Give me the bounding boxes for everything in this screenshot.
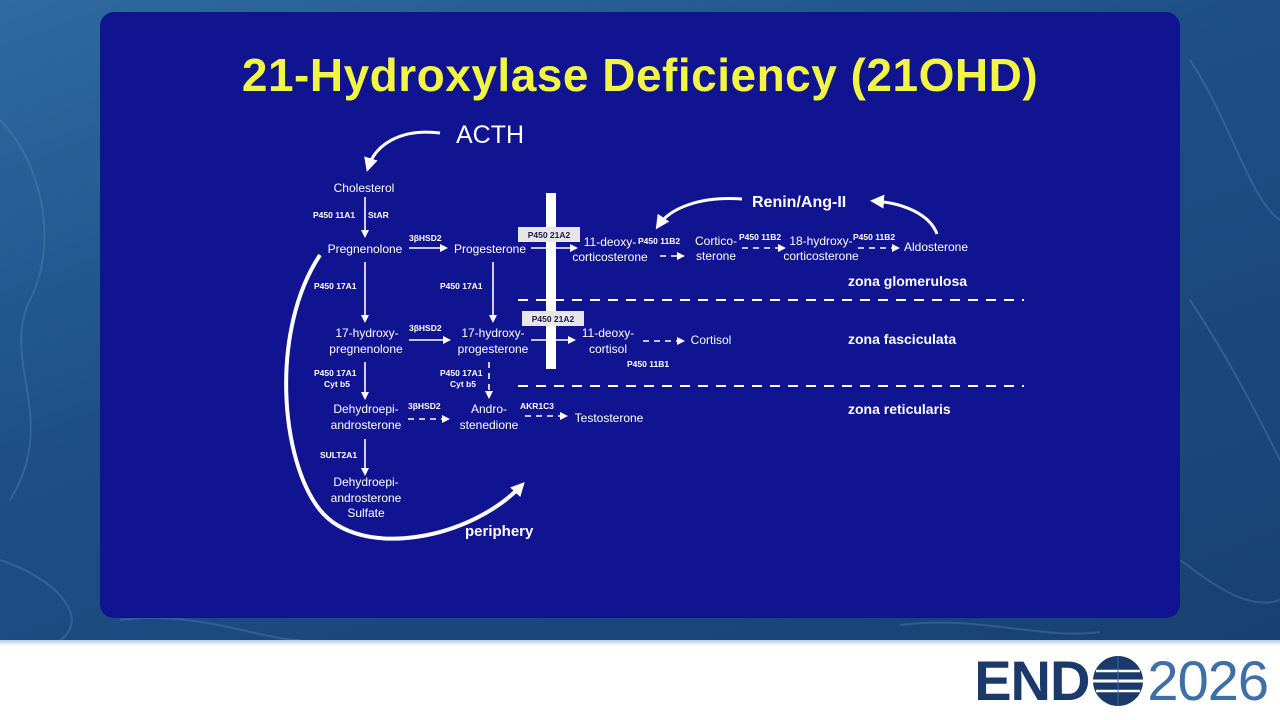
node-testosterone: Testosterone bbox=[575, 411, 644, 425]
enzyme-akr1c3: AKR1C3 bbox=[520, 401, 554, 411]
blocked-enzyme-label-1: P450 21A2 bbox=[528, 230, 571, 240]
node-deoxycorticosterone-2: corticosterone bbox=[572, 250, 648, 264]
node-cortisol: Cortisol bbox=[691, 333, 732, 347]
node-corticosterone-1: Cortico- bbox=[695, 234, 737, 248]
slide-title: 21-Hydroxylase Deficiency (21OHD) bbox=[241, 49, 1039, 101]
periphery-label: periphery bbox=[465, 523, 534, 540]
node-corticosterone-2: sterone bbox=[696, 249, 736, 263]
enzyme-3bhsd2-bottom: 3βHSD2 bbox=[408, 401, 441, 411]
node-deoxycorticosterone-1: 11-deoxy- bbox=[584, 235, 636, 249]
enzyme-p450-17a1-mid: P450 17A1 bbox=[440, 281, 483, 291]
enzyme-block-bar bbox=[546, 193, 556, 369]
node-11-deoxycortisol-2: cortisol bbox=[589, 342, 627, 356]
blocked-enzyme-box-2 bbox=[522, 311, 584, 326]
node-dhea-1: Dehydroepi- bbox=[333, 402, 398, 416]
node-dhea-2: androsterone bbox=[331, 418, 402, 432]
enzyme-p450-11a1: P450 11A1 bbox=[313, 210, 355, 220]
renin-arrow-right bbox=[870, 194, 939, 235]
node-dheas-3: Sulfate bbox=[347, 506, 385, 520]
footer-bar: END 2026 bbox=[0, 640, 1280, 720]
node-cholesterol: Cholesterol bbox=[334, 181, 395, 195]
node-androstenedione-1: Andro- bbox=[471, 402, 507, 416]
acth-arrow bbox=[364, 130, 441, 172]
zone-reticularis-label: zona reticularis bbox=[848, 401, 951, 417]
node-aldosterone: Aldosterone bbox=[904, 240, 968, 254]
node-18oh-corticosterone-2: corticosterone bbox=[783, 249, 859, 263]
enzyme-p450-11b2-a: P450 11B2 bbox=[638, 236, 680, 246]
slide-panel: 21-Hydroxylase Deficiency (21OHD) bbox=[100, 12, 1180, 618]
endo-logo: END 2026 bbox=[974, 649, 1269, 712]
steroidogenesis-pathway-diagram: ACTH Renin/Ang-II periphery zona glomeru… bbox=[284, 121, 1024, 541]
node-18oh-corticosterone-1: 18-hydroxy- bbox=[789, 234, 852, 248]
enzyme-p450-17a1-left: P450 17A1 bbox=[314, 281, 357, 291]
enzyme-sult2a1: SULT2A1 bbox=[320, 450, 357, 460]
node-11-deoxycortisol-1: 11-deoxy- bbox=[582, 326, 634, 340]
node-17oh-progesterone-2: progesterone bbox=[458, 342, 529, 356]
logo-end-text: END bbox=[974, 649, 1090, 712]
node-androstenedione-2: stenedione bbox=[460, 418, 519, 432]
background-network-decoration bbox=[0, 59, 1280, 640]
periphery-arrow bbox=[284, 253, 525, 541]
logo-year-text: 2026 bbox=[1147, 649, 1269, 712]
node-17oh-progesterone-1: 17-hydroxy- bbox=[461, 326, 524, 340]
node-progesterone: Progesterone bbox=[454, 242, 526, 256]
renin-arrow-left bbox=[655, 197, 743, 230]
enzyme-p450-11b1: P450 11B1 bbox=[627, 359, 669, 369]
enzyme-3bhsd2-top: 3βHSD2 bbox=[409, 233, 442, 243]
footer-rule bbox=[0, 640, 1280, 646]
node-pregnenolone: Pregnenolone bbox=[328, 242, 403, 256]
node-dheas-1: Dehydroepi- bbox=[333, 475, 398, 489]
renin-label: Renin/Ang-II bbox=[752, 194, 846, 211]
globe-icon bbox=[1093, 656, 1144, 706]
node-17oh-pregnenolone-2: pregnenolone bbox=[329, 342, 403, 356]
acth-label: ACTH bbox=[456, 121, 524, 149]
node-17oh-pregnenolone-1: 17-hydroxy- bbox=[335, 326, 398, 340]
enzyme-star: StAR bbox=[368, 210, 389, 220]
blocked-enzyme-box-1 bbox=[518, 227, 580, 242]
zone-fasciculata-label: zona fasciculata bbox=[848, 331, 956, 347]
zone-glomerulosa-label: zona glomerulosa bbox=[848, 273, 967, 289]
enzyme-p450-17a1-cyt-left-2: Cyt b5 bbox=[324, 379, 350, 389]
enzyme-3bhsd2-mid: 3βHSD2 bbox=[409, 323, 442, 333]
enzyme-p450-17a1-cyt-left-1: P450 17A1 bbox=[314, 368, 357, 378]
node-dheas-2: androsterone bbox=[331, 491, 402, 505]
enzyme-p450-17a1-cyt-mid-2: Cyt b5 bbox=[450, 379, 476, 389]
enzyme-p450-11b2-b: P450 11B2 bbox=[739, 232, 781, 242]
enzyme-p450-11b2-c: P450 11B2 bbox=[853, 232, 895, 242]
enzyme-p450-17a1-cyt-mid-1: P450 17A1 bbox=[440, 368, 483, 378]
blocked-enzyme-label-2: P450 21A2 bbox=[532, 314, 575, 324]
